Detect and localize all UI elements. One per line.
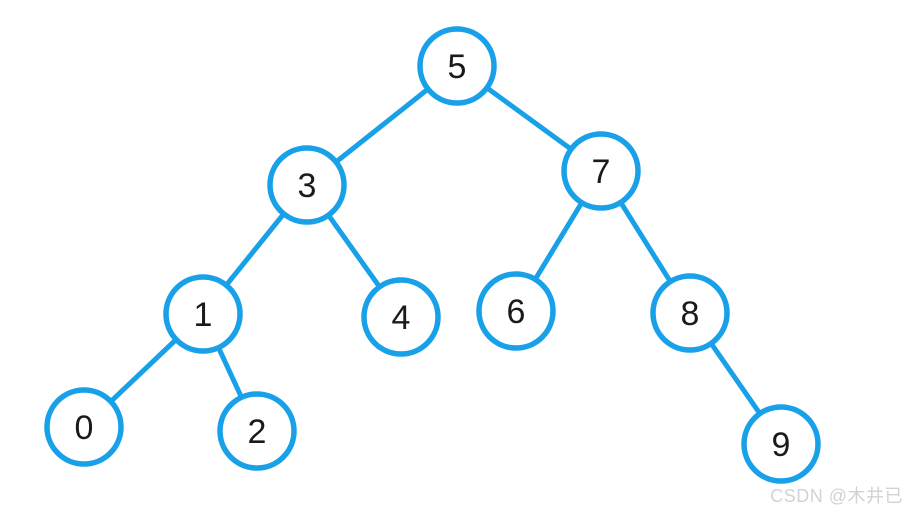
tree-node-5: 5 — [417, 26, 497, 106]
tree-node-8: 8 — [650, 273, 730, 353]
node-label-7: 7 — [592, 153, 611, 191]
node-label-4: 4 — [392, 299, 411, 337]
node-label-5: 5 — [448, 48, 467, 86]
tree-node-4: 4 — [361, 277, 441, 357]
node-circle-2 — [217, 391, 297, 471]
tree-node-6: 6 — [476, 271, 556, 351]
tree-node-3: 3 — [267, 145, 347, 225]
tree-node-9: 9 — [741, 404, 821, 484]
node-label-0: 0 — [75, 409, 94, 447]
node-label-9: 9 — [772, 426, 791, 464]
node-circle-5 — [417, 26, 497, 106]
node-circle-7 — [561, 131, 641, 211]
node-label-1: 1 — [194, 296, 213, 334]
watermark: CSDN @木井已 — [770, 486, 903, 506]
tree-node-2: 2 — [217, 391, 297, 471]
tree-node-0: 0 — [44, 387, 124, 467]
node-circle-3 — [267, 145, 347, 225]
node-circle-9 — [741, 404, 821, 484]
tree-node-1: 1 — [163, 274, 243, 354]
node-circle-6 — [476, 271, 556, 351]
tree-node-7: 7 — [561, 131, 641, 211]
node-circle-4 — [361, 277, 441, 357]
node-circle-1 — [163, 274, 243, 354]
node-label-6: 6 — [507, 293, 526, 331]
node-circle-8 — [650, 273, 730, 353]
node-label-3: 3 — [298, 167, 317, 205]
node-circle-0 — [44, 387, 124, 467]
node-label-2: 2 — [248, 413, 267, 451]
node-label-8: 8 — [681, 295, 700, 333]
